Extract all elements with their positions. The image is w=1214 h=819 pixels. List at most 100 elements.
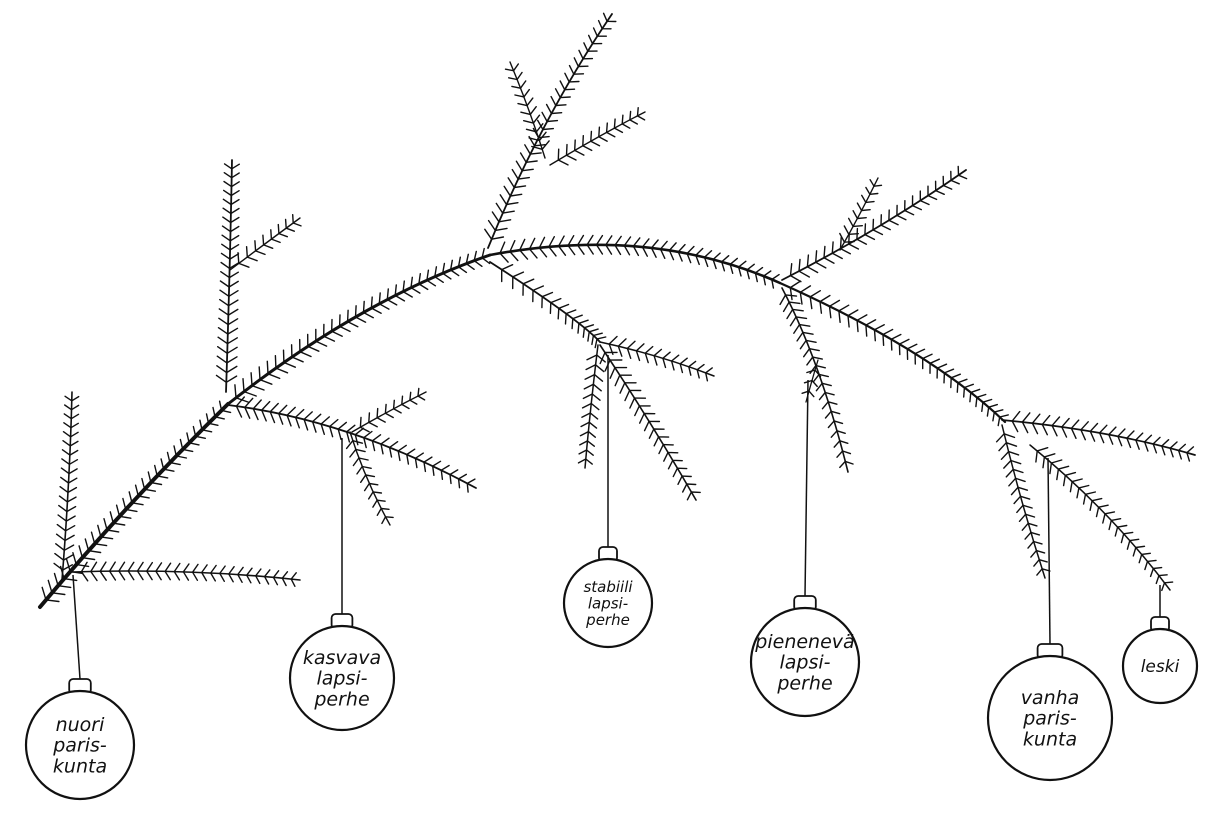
twig-far-right-long-stem [1001,419,1196,456]
main-branch-upper [488,234,782,289]
twig-center-long-down [599,344,701,501]
twig-top-left [504,61,550,159]
ornament-label-line: kunta [53,756,107,778]
main-branch-middle [226,247,492,406]
twig-top-trunk-needles [484,12,617,240]
ornament-label-line: perhe [776,673,832,695]
twig-left-lower [227,396,477,493]
ornament-label-line: vanha [1021,687,1080,709]
ornament-label-line: stabiili [583,578,633,596]
twig-top-left-needles [504,63,550,150]
ornament-label-line: lapsi- [588,594,628,612]
main-branch-tip-needles [789,280,1009,427]
twig-far-left-horizontal [71,561,301,587]
ornament-ball [749,606,861,718]
twig-far-right-down-right [1029,444,1174,592]
twig-left-lower-down [345,431,394,526]
twig-left-tall-needles [215,163,240,383]
twig-far-right-down-right-needles [1035,447,1174,592]
ornament-string [1047,457,1051,645]
twig-top-right [549,107,646,166]
twig-center-right [599,335,715,382]
ornaments-group: nuoriparis-kuntakasvavalapsi-perhestabii… [24,355,1199,801]
ornament-label-line: perhe [313,689,369,711]
twig-left-tall-stem [225,159,233,393]
ornament-label-line: paris- [1022,708,1077,730]
twig-right-down-needles [779,294,854,469]
twig-far-left-horizontal-stem [71,570,301,581]
twig-center-down-needles [501,264,607,349]
main-branch-tip [778,280,1009,427]
ornament-label-line: kasvava [303,647,381,669]
twig-far-right-long-needles [1011,410,1195,462]
ornament-label-line: kunta [1023,729,1077,751]
twig-center-left-down [577,344,606,469]
ornament-ball [562,557,654,649]
twig-center-left-down-needles [577,354,606,465]
ornament-label-line: lapsi- [779,652,830,674]
twig-left-tall [215,159,240,393]
twig-center-long-down-needles [599,351,701,501]
twig-right-upper [781,165,968,283]
twig-center-right-needles [608,335,713,382]
twig-top-trunk [484,12,617,249]
twig-right-down-stem [781,287,849,473]
twig-left-tall-side-stem [229,217,301,271]
twig-far-left-horizontal-needles [80,561,297,587]
twig-center-down [489,261,607,349]
main-branch-middle-needles [234,247,491,403]
ornament-string [72,574,81,680]
twig-top-left-stem [509,61,546,159]
twig-far-right-down [995,424,1051,579]
twig-left-tall-side [229,214,302,271]
ornament-label-line: nuori [56,714,106,736]
twig-left-lower-up-stem [351,391,427,433]
main-branch-base [38,400,232,609]
ornament-label-line: pienenevä [754,631,854,653]
ornament-label-line: lapsi- [316,668,367,690]
twig-center-left-down-stem [584,344,599,469]
twig-top-right-needles [557,107,646,166]
ornament-ball [288,624,396,732]
main-branch-base-needles [41,400,232,603]
twig-right-upper-side-stem [839,177,879,251]
twig-right-upper-stem [781,169,967,281]
twig-top-trunk-stem [487,13,613,249]
twig-far-right-long [1001,410,1196,462]
ornament-label-line: paris- [52,735,107,757]
twig-right-upper-needles [789,165,968,283]
twig-left-lower-up [351,387,427,433]
twig-far-right-down-needles [995,433,1051,576]
twig-far-left-upright-stem [61,391,73,581]
main-branch-upper-needles [499,234,780,289]
twig-left-lower-needles [235,396,476,493]
ornament-leski: leski [1121,585,1199,705]
twig-right-down [779,287,854,473]
twig-right-upper-side-needles [839,179,883,243]
main-branch-tip-stem [778,281,1007,424]
twig-left-tall-side-needles [237,214,302,268]
spruce-branches [38,12,1196,609]
twig-center-down-stem [489,261,601,343]
ornament-label-line: perhe [585,611,630,629]
twig-far-right-down-stem [1001,424,1046,579]
ornament-string [804,379,809,597]
twig-left-lower-down-needles [345,440,394,525]
twig-far-left-upright [53,391,80,581]
twig-right-upper-side [839,177,883,251]
twig-far-left-upright-needles [53,395,80,571]
ornament-label-line: leski [1141,657,1180,677]
ornament-ball [24,689,136,801]
twig-center-right-stem [599,341,715,377]
ornament-ball [1121,627,1199,705]
main-branch-middle-stem [226,253,492,406]
twig-left-lower-up-needles [359,387,426,433]
ornament-ball [986,654,1114,782]
